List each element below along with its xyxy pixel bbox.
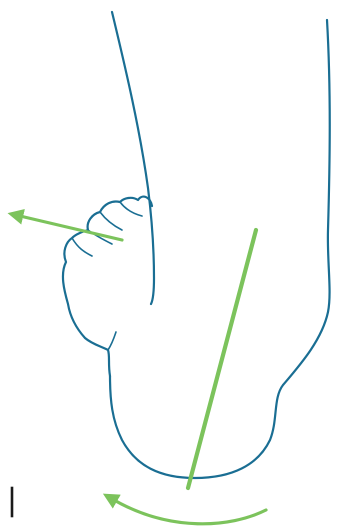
leg-foot-outline-icon [63, 12, 330, 478]
axis-line-icon [188, 230, 256, 488]
curved-arrow-left-icon [114, 500, 266, 524]
